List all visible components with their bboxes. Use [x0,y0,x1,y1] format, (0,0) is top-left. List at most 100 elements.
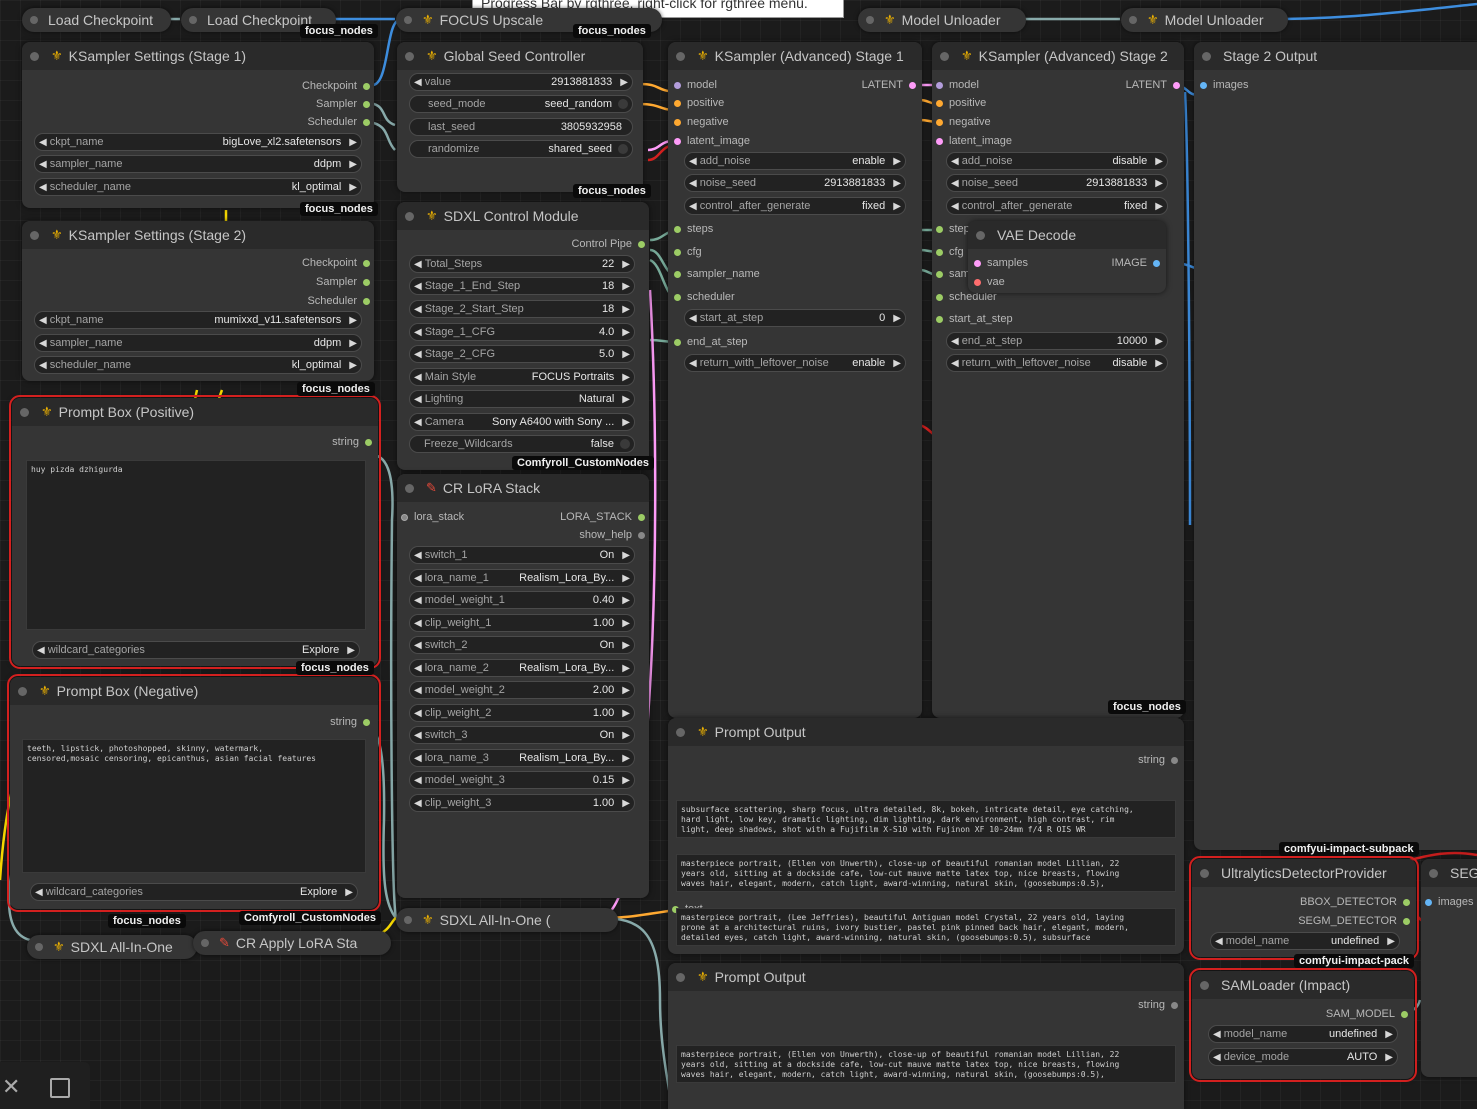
collapse-dot-icon[interactable] [20,407,29,417]
collapse-dot-icon[interactable] [676,727,685,737]
collapsed-sdxl-all-in-one-1[interactable]: ⚜ SDXL All-In-One [27,935,197,959]
arrow-right-icon[interactable]: ▶ [622,662,630,674]
arrow-left-icon[interactable]: ◀ [951,335,959,347]
arrow-right-icon[interactable]: ▶ [893,155,901,167]
arrow-right-icon[interactable]: ▶ [349,136,357,148]
output-image[interactable]: IMAGE [1112,255,1160,271]
prompt-output-text-1[interactable]: masterpiece portrait, (Ellen von Unwerth… [676,1045,1176,1083]
arrow-right-icon[interactable]: ▶ [622,303,630,315]
collapse-dot-icon[interactable] [30,16,38,24]
output-scheduler[interactable]: Scheduler [307,293,370,309]
collapsed-focus-upscale[interactable]: ⚜ FOCUS Upscale [396,8,662,32]
collapse-dot-icon[interactable] [405,211,414,221]
input-lora-stack[interactable]: lora_stack [401,509,464,525]
arrow-right-icon[interactable]: ▶ [1155,200,1163,212]
samloader-impact-node[interactable]: SAMLoader (Impact) SAM_MODEL ◀model_name… [1189,968,1417,1082]
ksampler-advanced-stage2-node[interactable]: ⚜KSampler (Advanced) Stage 2 model posit… [932,42,1184,718]
arrow-right-icon[interactable]: ▶ [345,886,353,898]
arrow-left-icon[interactable]: ◀ [35,886,43,898]
arrow-left-icon[interactable]: ◀ [414,326,422,338]
node-header[interactable]: ⚜KSampler Settings (Stage 2) [22,221,374,249]
output-latent[interactable]: LATENT [1126,77,1180,93]
output-sampler[interactable]: Sampler [316,274,370,290]
arrow-left-icon[interactable]: ◀ [414,662,422,674]
collapsed-sdxl-all-in-one-2[interactable]: ⚜ SDXL All-In-One ( [396,908,618,932]
output-sam-model[interactable]: SAM_MODEL [1326,1006,1408,1022]
arrow-right-icon[interactable]: ▶ [349,337,357,349]
input-negative[interactable]: negative [674,114,729,130]
arrow-right-icon[interactable]: ▶ [622,707,630,719]
output-string[interactable]: string [1138,997,1178,1013]
node-header[interactable]: ✎CR LoRA Stack [397,474,649,502]
arrow-right-icon[interactable]: ▶ [622,774,630,786]
output-bbox-detector[interactable]: BBOX_DETECTOR [1300,894,1410,910]
arrow-left-icon[interactable]: ◀ [689,200,697,212]
collapsed-cr-apply-lora-stack[interactable]: ✎ CR Apply LoRA Sta [193,931,391,955]
arrow-right-icon[interactable]: ▶ [622,549,630,561]
collapse-dot-icon[interactable] [866,16,874,24]
output-show-help[interactable]: show_help [579,527,645,543]
collapsed-model-unloader-1[interactable]: ⚜ Model Unloader [858,8,1026,32]
collapse-dot-icon[interactable] [676,972,685,982]
input-start-at-step[interactable]: start_at_step [936,311,1013,327]
arrow-right-icon[interactable]: ▶ [893,357,901,369]
collapse-dot-icon[interactable] [976,230,985,240]
prompt-output-node-1[interactable]: ⚜Prompt Output string subsurface scatter… [668,718,1184,954]
node-header[interactable]: Stage 2 Output [1194,42,1477,70]
input-positive[interactable]: positive [936,95,986,111]
arrow-right-icon[interactable]: ▶ [622,797,630,809]
ksampler-advanced-stage1-node[interactable]: ⚜KSampler (Advanced) Stage 1 model posit… [668,42,922,718]
positive-prompt-textarea[interactable]: huy pizda dzhigurda [26,460,366,630]
arrow-right-icon[interactable]: ▶ [1155,177,1163,189]
input-steps[interactable]: steps [674,221,713,237]
arrow-right-icon[interactable]: ▶ [349,314,357,326]
collapse-dot-icon[interactable] [189,16,197,24]
collapse-dot-icon[interactable] [404,16,412,24]
toggle-knob[interactable] [620,439,630,449]
arrow-right-icon[interactable]: ▶ [893,312,901,324]
output-checkpoint[interactable]: Checkpoint [302,78,370,94]
arrow-left-icon[interactable]: ◀ [414,684,422,696]
input-positive[interactable]: positive [674,95,724,111]
node-header[interactable]: ⚜KSampler (Advanced) Stage 1 [668,42,922,70]
input-end-at-step[interactable]: end_at_step [674,334,748,350]
arrow-right-icon[interactable]: ▶ [1387,935,1395,947]
arrow-left-icon[interactable]: ◀ [39,337,47,349]
arrow-left-icon[interactable]: ◀ [414,797,422,809]
input-cfg[interactable]: cfg [674,244,702,260]
collapse-dot-icon[interactable] [30,230,39,240]
arrow-left-icon[interactable]: ◀ [39,314,47,326]
arrow-left-icon[interactable]: ◀ [414,594,422,606]
prompt-box-positive-node[interactable]: ⚜Prompt Box (Positive) string huy pizda … [9,395,381,669]
input-model[interactable]: model [674,77,717,93]
collapsed-model-unloader-2[interactable]: ⚜ Model Unloader [1121,8,1288,32]
stage2-output-node[interactable]: Stage 2 Output images [1194,42,1477,850]
node-header[interactable]: ⚜Global Seed Controller [397,42,643,70]
input-latent-image[interactable]: latent_image [936,133,1012,149]
node-header[interactable]: VAE Decode [968,221,1166,249]
arrow-right-icon[interactable]: ▶ [622,258,630,270]
arrow-left-icon[interactable]: ◀ [951,155,959,167]
collapse-dot-icon[interactable] [405,483,414,493]
cr-lora-stack-node[interactable]: ✎CR LoRA Stack lora_stack LORA_STACK sho… [397,474,649,898]
arrow-left-icon[interactable]: ◀ [689,312,697,324]
